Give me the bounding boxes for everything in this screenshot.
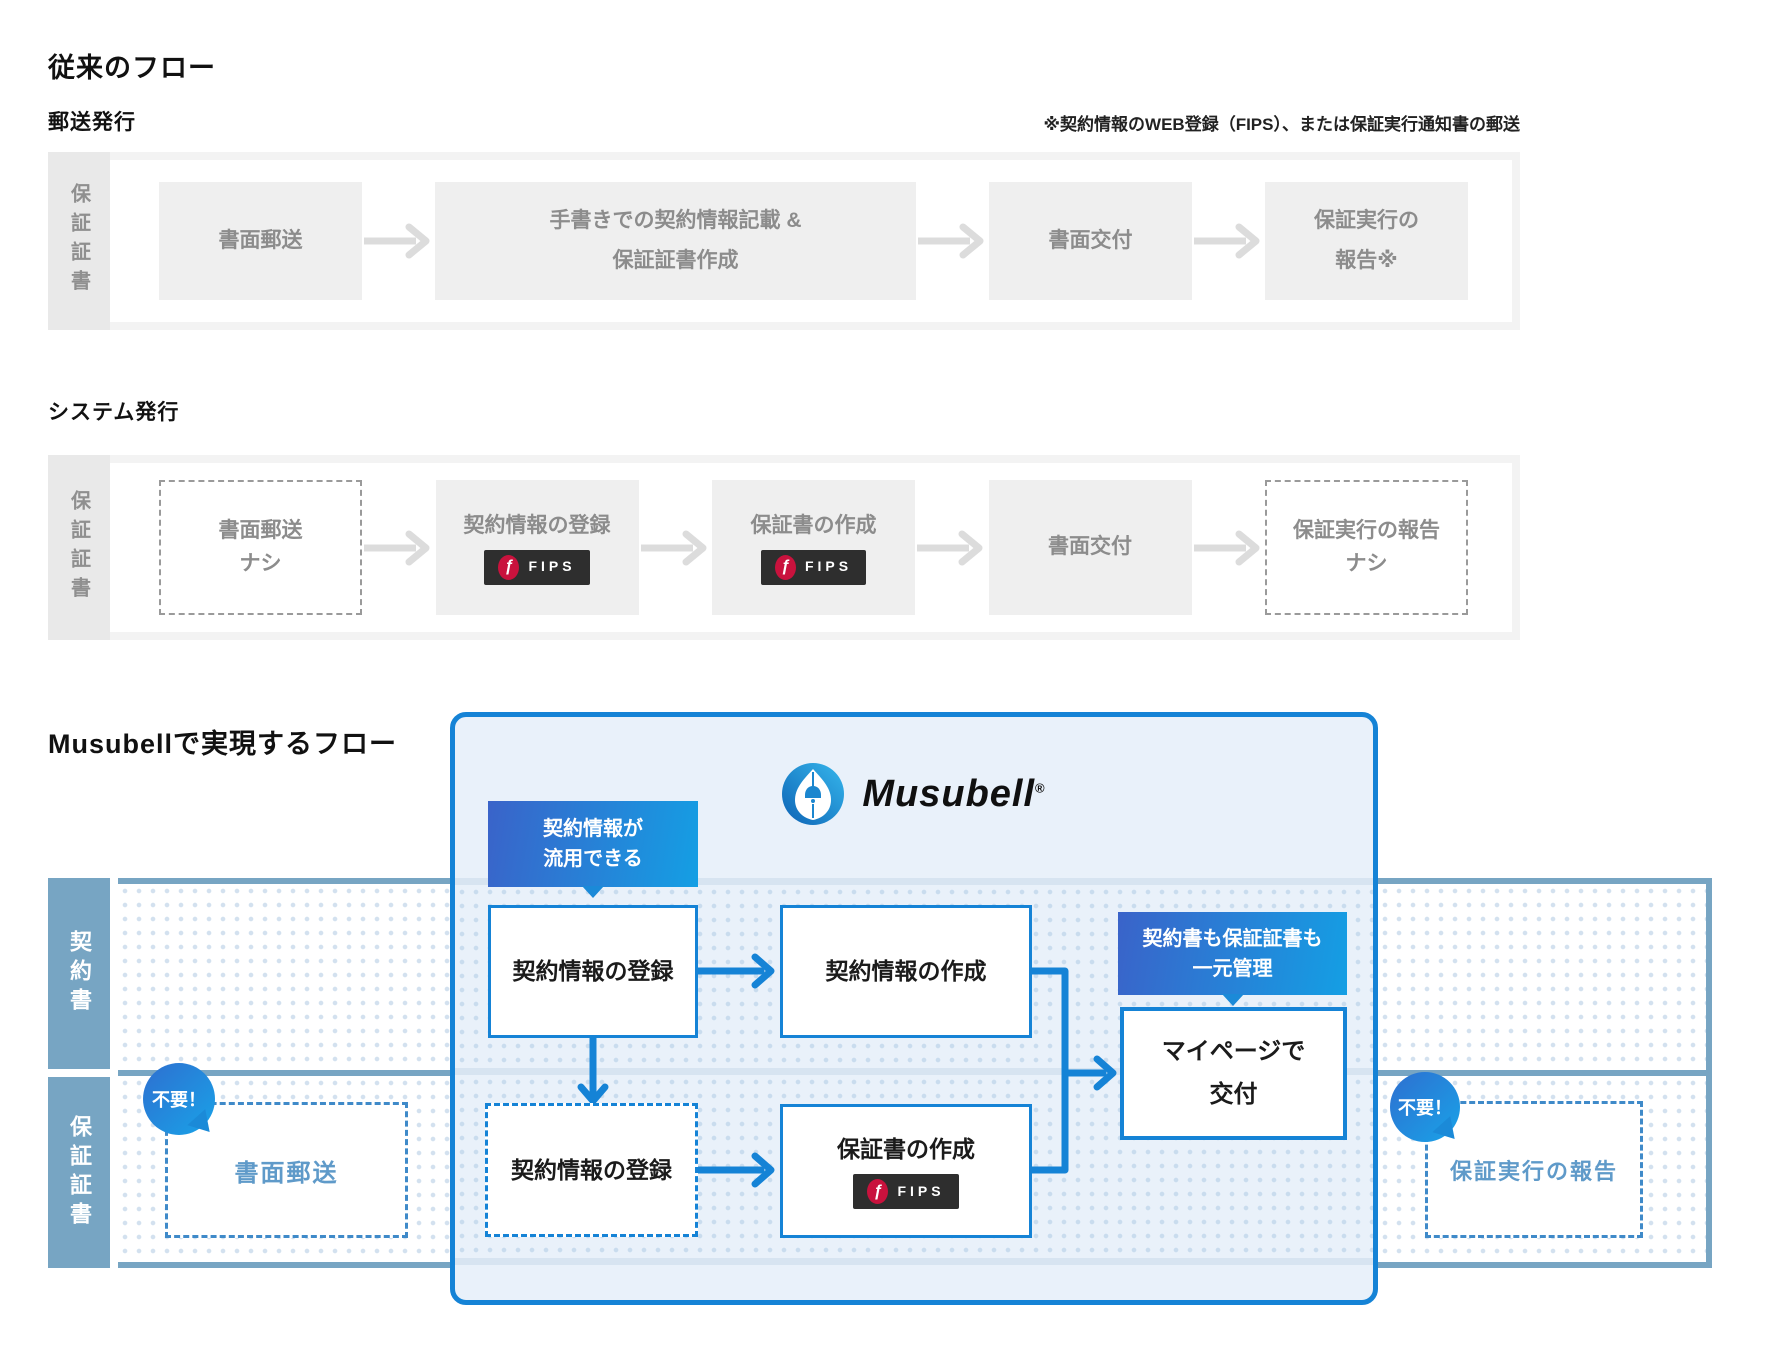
skipped-execution-report-box: 保証実行の報告 [1425, 1101, 1643, 1238]
step-no-execution-report: 保証実行の報告 ナシ [1265, 480, 1468, 615]
row-label-guarantee-certificate: 保証証書 [48, 152, 110, 330]
fips-logo-badge: ƒ FIPS [760, 549, 867, 585]
step-guarantee-execution-report: 保証実行の 報告※ [1265, 182, 1468, 300]
system-issuance-flow-row: 保証証書 書面郵送 ナシ 契約情報の登録 ƒ FIPS 保証書の作成 ƒ FIP… [48, 455, 1520, 640]
right-arrow-icon [640, 530, 707, 565]
right-arrow-icon [1193, 530, 1260, 565]
box-register-contract-info-guarantee: 契約情報の登録 [485, 1103, 698, 1237]
right-arrow-icon [918, 223, 984, 259]
row-label-guarantee-certificate: 保証証書 [48, 455, 110, 640]
box-create-guarantee-fips: 保証書の作成 ƒ FIPS [780, 1104, 1032, 1238]
band-labels: 契約書 保証証書 [48, 878, 110, 1268]
fips-logo-badge: ƒ FIPS [484, 549, 590, 585]
fips-icon: ƒ [774, 554, 796, 580]
fips-web-registration-note: ※契約情報のWEB登録（FIPS）、または保証実行通知書の郵送 [1043, 115, 1520, 134]
registered-mark: ® [1035, 779, 1046, 795]
box-mypage-delivery: マイページで 交付 [1120, 1007, 1347, 1140]
right-arrow-icon [1194, 223, 1260, 259]
system-flow-steps: 書面郵送 ナシ 契約情報の登録 ƒ FIPS 保証書の作成 ƒ FIPS [110, 463, 1512, 632]
right-arrow-icon [364, 530, 430, 565]
musubell-panel: Musubell® 契約情報が 流用できる 契約書も保証証書も 一元管理 契約情… [450, 712, 1378, 1305]
row-label-guarantee-certificate: 保証証書 [48, 1077, 110, 1268]
step-no-paper-mailing: 書面郵送 ナシ [159, 480, 362, 615]
fips-icon: ƒ [867, 1179, 889, 1205]
musubell-flow-title: Musubellで実現するフロー [48, 729, 398, 759]
badge-centralized-management: 契約書も保証証書も 一元管理 [1118, 912, 1347, 995]
legacy-flow-title: 従来のフロー [48, 53, 216, 83]
mail-issuance-flow-row: 保証証書 書面郵送 手書きでの契約情報記載 & 保証証書作成 書面交付 保証実行… [48, 152, 1520, 330]
step-register-contract-info-fips: 契約情報の登録 ƒ FIPS [435, 480, 639, 615]
right-arrow-icon [364, 223, 430, 259]
step-paper-delivery: 書面交付 [989, 182, 1192, 300]
not-needed-bubble-right: 不要！ [1390, 1072, 1460, 1142]
step-handwritten-contract-info: 手書きでの契約情報記載 & 保証証書作成 [435, 182, 916, 300]
mail-flow-steps: 書面郵送 手書きでの契約情報記載 & 保証証書作成 書面交付 保証実行の 報告※ [110, 160, 1512, 322]
fips-logo-badge: ƒ FIPS [853, 1174, 959, 1210]
musubell-pen-bell-icon [782, 763, 845, 825]
not-needed-bubble-left: 不要！ [143, 1063, 215, 1135]
badge-contract-info-reusable: 契約情報が 流用できる [488, 801, 698, 887]
fips-icon: ƒ [498, 554, 520, 580]
panel-band-edge-stripe [455, 878, 1373, 885]
right-arrow-icon [917, 530, 983, 565]
musubell-wordmark: Musubell® [862, 772, 1046, 815]
step-paper-delivery: 書面交付 [988, 480, 1192, 615]
box-register-contract-info: 契約情報の登録 [488, 905, 698, 1038]
panel-band-edge-stripe [455, 1258, 1373, 1265]
box-create-contract: 契約情報の作成 [780, 905, 1032, 1038]
mail-issuance-heading: 郵送発行 [48, 111, 136, 134]
musubell-logo: Musubell® [455, 763, 1373, 825]
system-issuance-heading: システム発行 [48, 401, 180, 424]
step-create-guarantee-fips: 保証書の作成 ƒ FIPS [712, 480, 915, 615]
row-label-contract: 契約書 [48, 878, 110, 1069]
panel-band-edge-stripe [455, 1068, 1373, 1075]
step-paper-mailing: 書面郵送 [159, 182, 362, 300]
